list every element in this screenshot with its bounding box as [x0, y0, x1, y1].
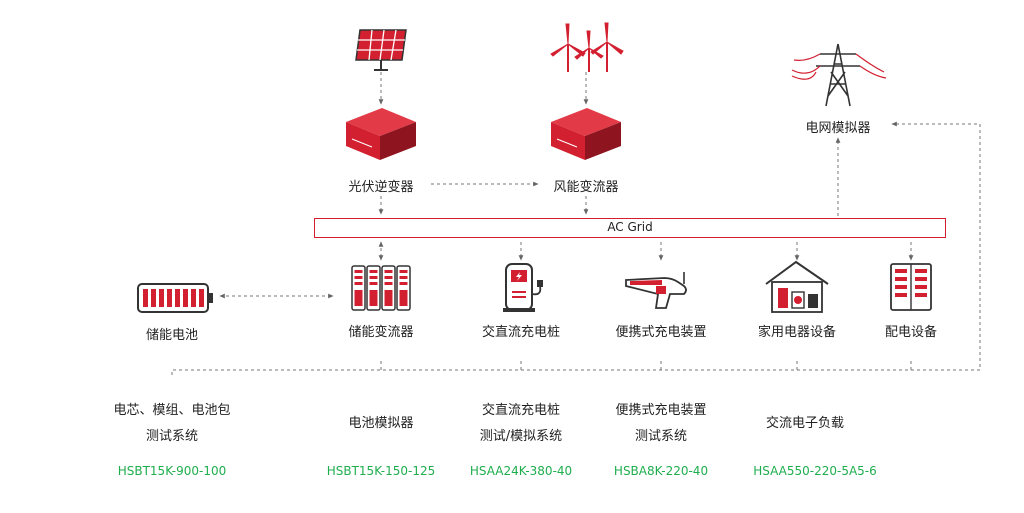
wind-turbine-icon [550, 22, 624, 72]
product-desc: 交直流充电桩 测试/模拟系统 [480, 398, 562, 450]
load-label-distribution: 配电设备 [884, 325, 938, 340]
product-desc-line: 测试/模拟系统 [479, 429, 563, 444]
product-model: HSBT15K-150-125 [326, 464, 436, 478]
product-desc: 交流电子负载 [766, 411, 844, 437]
grid-simulator-label: 电网模拟器 [805, 121, 871, 136]
product-desc: 电芯、模组、电池包 测试系统 [113, 398, 230, 450]
inverter-box-icon [346, 108, 416, 160]
house-appliances-icon [765, 260, 829, 313]
product-desc-line: 便携式充电装置 [615, 403, 707, 418]
product-desc: 电池模拟器 [348, 411, 413, 437]
product-desc-line: 测试系统 [145, 429, 199, 444]
product-model: HSBA8K-220-40 [613, 464, 709, 478]
converter-box-icon [551, 108, 621, 160]
solar-panel-icon [355, 29, 407, 71]
product-desc-line: 交流电子负载 [765, 416, 845, 431]
server-cabinet-icon [351, 265, 411, 311]
product-desc-line: 交直流充电桩 [481, 403, 561, 418]
load-label-pcs: 储能变流器 [348, 325, 414, 340]
battery-icon [137, 283, 213, 313]
load-label-charger: 交直流充电桩 [481, 325, 561, 340]
product-desc: 便携式充电装置 测试系统 [615, 398, 706, 450]
load-label-portable: 便携式充电装置 [615, 325, 707, 340]
wind-converter-label: 风能变流器 [553, 180, 619, 195]
ac-grid-label: AC Grid [607, 220, 653, 234]
battery-label: 储能电池 [145, 328, 199, 343]
ev-charger-icon [503, 263, 543, 312]
product-model: HSBT15K-900-100 [117, 464, 227, 478]
product-model: HSAA550-220-5A5-6 [753, 464, 877, 478]
distribution-cabinet-icon [890, 263, 932, 311]
power-tower-icon [791, 43, 887, 107]
load-label-home: 家用电器设备 [757, 325, 837, 340]
product-desc-line: 测试系统 [634, 429, 688, 444]
product-model: HSAA24K-380-40 [469, 464, 573, 478]
product-desc-line: 电芯、模组、电池包 [113, 403, 231, 418]
charging-gun-icon [625, 272, 687, 309]
solar-inverter-label: 光伏逆变器 [348, 180, 414, 195]
ac-grid-bus: AC Grid [314, 218, 946, 238]
product-desc-line: 电池模拟器 [348, 416, 414, 431]
connectors [171, 72, 981, 375]
